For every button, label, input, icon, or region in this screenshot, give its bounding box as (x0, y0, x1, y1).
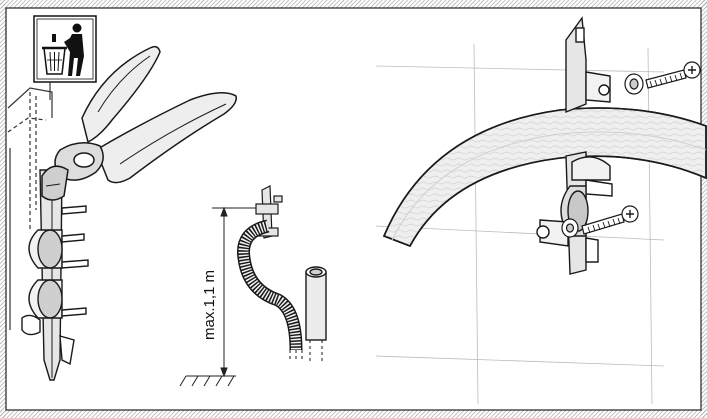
dimension-label: max.1,1 m (201, 270, 218, 340)
waste-bin-icon (34, 16, 96, 82)
rail-clip (29, 230, 62, 268)
panel-frame (6, 8, 701, 410)
plier-jaws (42, 166, 68, 200)
rail-clip (29, 280, 62, 318)
